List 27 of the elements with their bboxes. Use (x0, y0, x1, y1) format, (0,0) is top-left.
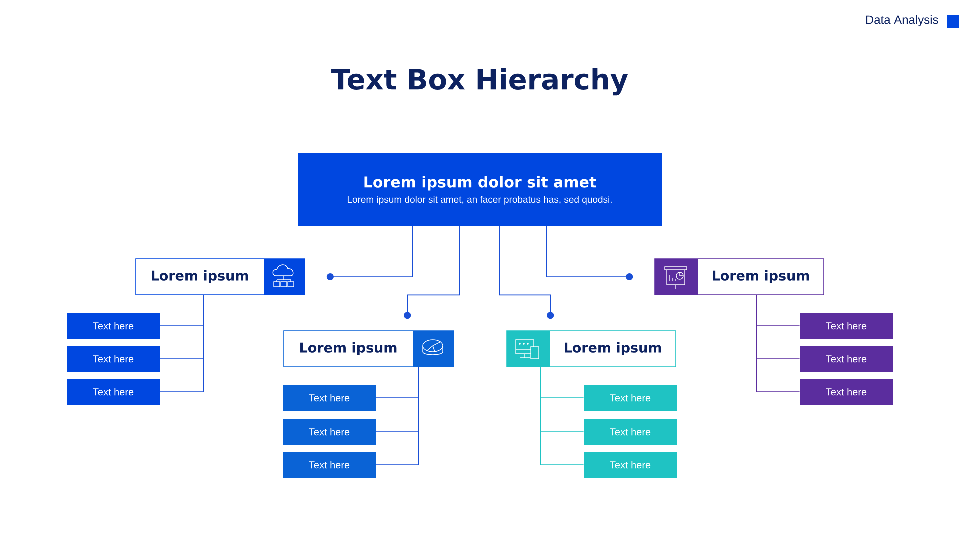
connector (756, 295, 800, 392)
item-box: Text here (67, 379, 160, 405)
item-box: Text here (800, 313, 893, 339)
heading-box: Lorem ipsum (136, 258, 306, 296)
title: Text Box Hierarchy (332, 68, 628, 96)
item-box: Text here (283, 452, 376, 478)
item-box: Text here (67, 313, 160, 339)
connector (376, 367, 419, 466)
item-box: Text here (584, 419, 677, 445)
connector (160, 295, 204, 392)
heading-box: Lorem ipsum (506, 330, 676, 368)
connector (326, 226, 414, 280)
item-box: Text here (283, 385, 376, 411)
item-box: Text here (283, 419, 376, 445)
connector (546, 226, 634, 280)
connector (499, 226, 554, 320)
header-label: Data Analysis (866, 15, 938, 27)
item-box: Text here (800, 379, 893, 405)
heading-box: Lorem ipsum (654, 258, 824, 296)
item-box: Text here (584, 385, 677, 411)
item-box: Text here (584, 452, 677, 478)
heading-box: Lorem ipsum (284, 330, 454, 368)
connector (540, 367, 584, 466)
item-box: Text here (800, 346, 893, 372)
connector (404, 226, 460, 320)
title-box: Lorem ipsum dolor sit amet Lorem ipsum dolor sit amet, an facer probatus has, sed quodsi. (298, 153, 662, 226)
item-box: Text here (67, 346, 160, 372)
